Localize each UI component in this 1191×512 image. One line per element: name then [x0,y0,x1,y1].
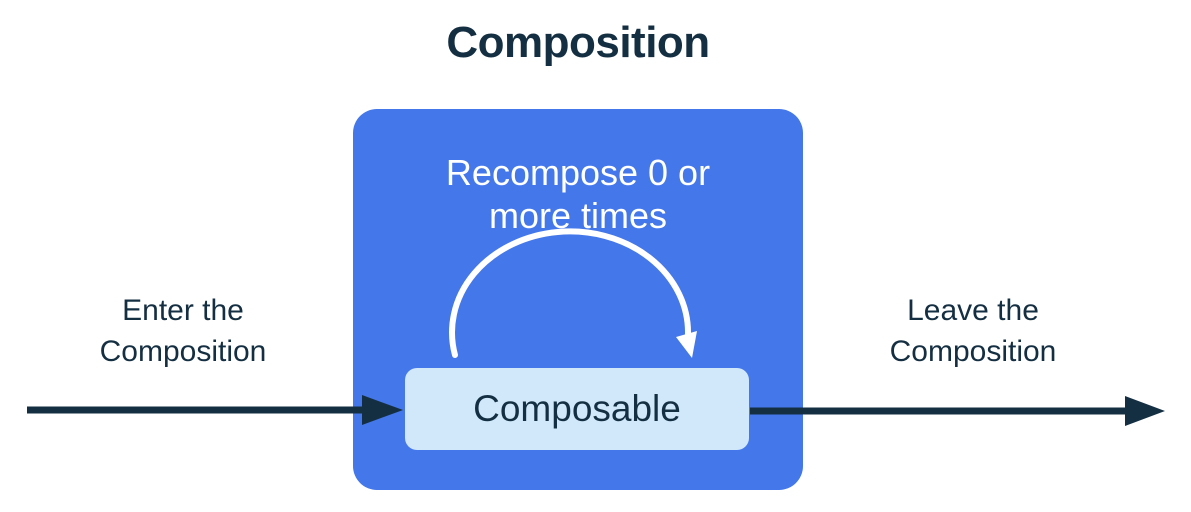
leave-label: Leave the Composition [788,290,1158,372]
recompose-label: Recompose 0 or more times [353,151,803,237]
recompose-label-line2: more times [488,195,668,236]
enter-label: Enter the Composition [3,290,363,372]
composable-box: Composable [405,368,749,450]
diagram-title: Composition [446,18,710,67]
composable-label: Composable [473,388,681,429]
composition-container: Recompose 0 or more times Composable [353,109,803,490]
leave-label-line1: Leave the [907,294,1039,327]
recompose-label-line1: Recompose 0 or [445,152,711,193]
leave-label-line2: Composition [889,335,1057,368]
enter-label-line2: Composition [99,335,267,368]
leave-arrow-head-icon [1125,396,1165,426]
enter-label-line1: Enter the [122,294,244,327]
